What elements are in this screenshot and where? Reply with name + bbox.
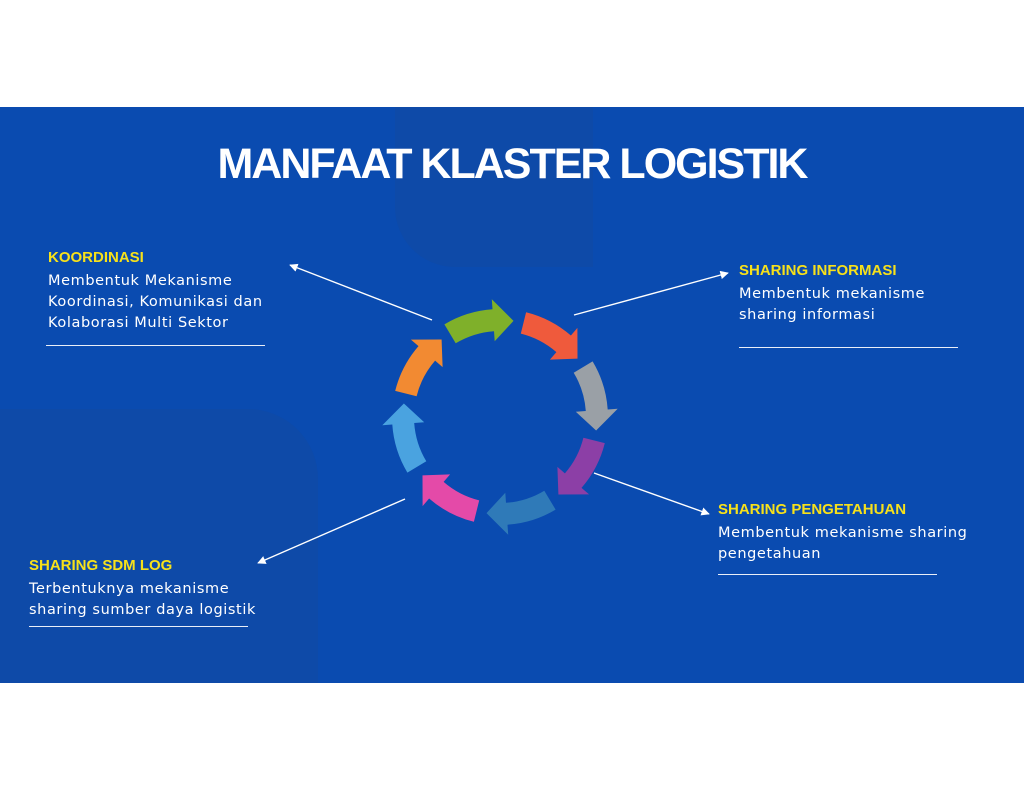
cycle-arrow-3 (557, 437, 605, 495)
circular-arrow-ring (382, 299, 618, 535)
item-desc-line: Koordinasi, Komunikasi dan (48, 294, 263, 310)
item-desc-line: Kolaborasi Multi Sektor (48, 315, 229, 331)
cycle-arrow-8 (444, 299, 514, 344)
item-sharing-sdm-log: SHARING SDM LOG Terbentuknya mekanisme s… (29, 557, 256, 621)
cycle-arrow-4 (486, 490, 556, 535)
decorative-panel-top (395, 107, 593, 267)
divider-sharing-pengetahuan (718, 574, 937, 575)
item-desc-line: sharing sumber daya logistik (29, 602, 256, 618)
slide-background: MANFAAT KLASTER LOGISTIK KOORDINASI Memb… (0, 107, 1024, 683)
connector-line-sharing-informasi (573, 270, 729, 316)
item-sharing-pengetahuan: SHARING PENGETAHUAN Membentuk mekanisme … (718, 501, 967, 565)
cycle-arrow-7 (395, 339, 443, 397)
item-koordinasi: KOORDINASI Membentuk Mekanisme Koordinas… (48, 249, 263, 334)
item-desc-line: Membentuk mekanisme (739, 286, 926, 302)
divider-sharing-sdm-log (29, 626, 248, 627)
item-heading: SHARING SDM LOG (29, 557, 173, 574)
cycle-arrow-6 (382, 403, 427, 473)
divider-koordinasi (46, 345, 265, 346)
item-desc-line: Terbentuknya mekanisme (29, 581, 230, 597)
page-title: MANFAAT KLASTER LOGISTIK (217, 140, 808, 188)
decorative-panel-left (0, 409, 318, 683)
divider-sharing-informasi (739, 347, 958, 348)
item-sharing-informasi: SHARING INFORMASI Membentuk mekanisme sh… (739, 262, 925, 326)
cycle-arrow-1 (520, 312, 578, 360)
item-desc-line: pengetahuan (718, 546, 822, 562)
item-heading: KOORDINASI (48, 249, 144, 266)
cycle-arrow-2 (573, 361, 618, 431)
connector-line-sharing-sdm (257, 498, 406, 564)
connector-line-sharing-pengetahuan (593, 472, 710, 516)
item-desc-line: Membentuk mekanisme sharing (718, 525, 968, 541)
item-heading: SHARING PENGETAHUAN (718, 501, 907, 518)
item-desc-line: sharing informasi (739, 307, 876, 323)
cycle-diagram (257, 263, 729, 564)
item-desc-line: Membentuk Mekanisme (48, 273, 233, 289)
cycle-arrow-5 (422, 474, 480, 522)
item-heading: SHARING INFORMASI (739, 262, 897, 279)
connector-line-koordinasi (289, 263, 433, 321)
